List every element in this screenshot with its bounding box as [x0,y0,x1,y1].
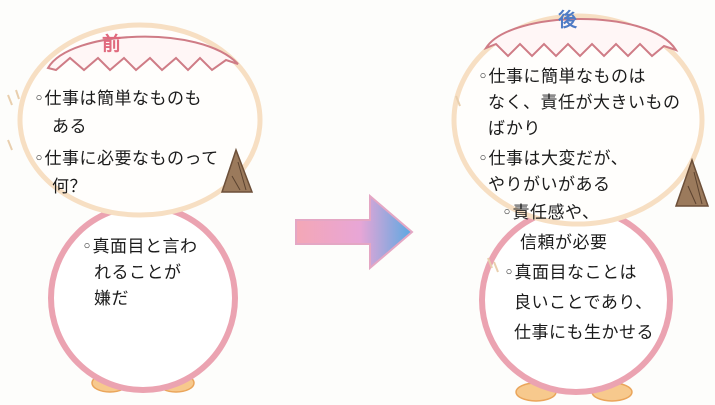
before-body-outline [48,203,238,393]
before-body-line: ◦真面目と言わ [82,237,198,257]
after-body-line: 良いことであり、 [514,293,653,313]
after-head-line: ◦仕事に簡単なものは [478,67,647,87]
after-label: 後 [558,9,578,31]
before-body-line: れることが [94,263,182,283]
after-head-line: ◦仕事は大変だが、 [478,149,629,169]
after-head-line: ◦責任感や、 [502,203,600,223]
before-body-line: 嫌だ [94,289,129,309]
before-hat-icon [46,35,239,72]
after-hat-icon [483,18,679,58]
cone-icon [220,147,254,193]
transition-arrow-icon [295,193,414,271]
before-head-line: ある [52,117,87,137]
before-label: 前 [102,33,122,55]
after-head-outline [451,13,705,227]
before-head-outline [17,22,263,218]
after-body-line: ◦真面目なことは [504,263,638,283]
before-head-line: ◦仕事に必要なものって [34,149,219,169]
after-head-line: なく、責任が大きいもの [488,93,681,113]
after-head-line: やりがいがある [488,175,611,195]
after-head-line: ばかり [488,119,541,139]
after-body-line: 信頼が必要 [520,233,608,253]
before-figure [7,22,263,393]
before-head-line: ◦仕事は簡単なものも [34,89,203,109]
before-head-line: 何？ [52,177,87,197]
after-body-line: 仕事にも生かせる [514,323,654,343]
after-figure [451,13,710,402]
